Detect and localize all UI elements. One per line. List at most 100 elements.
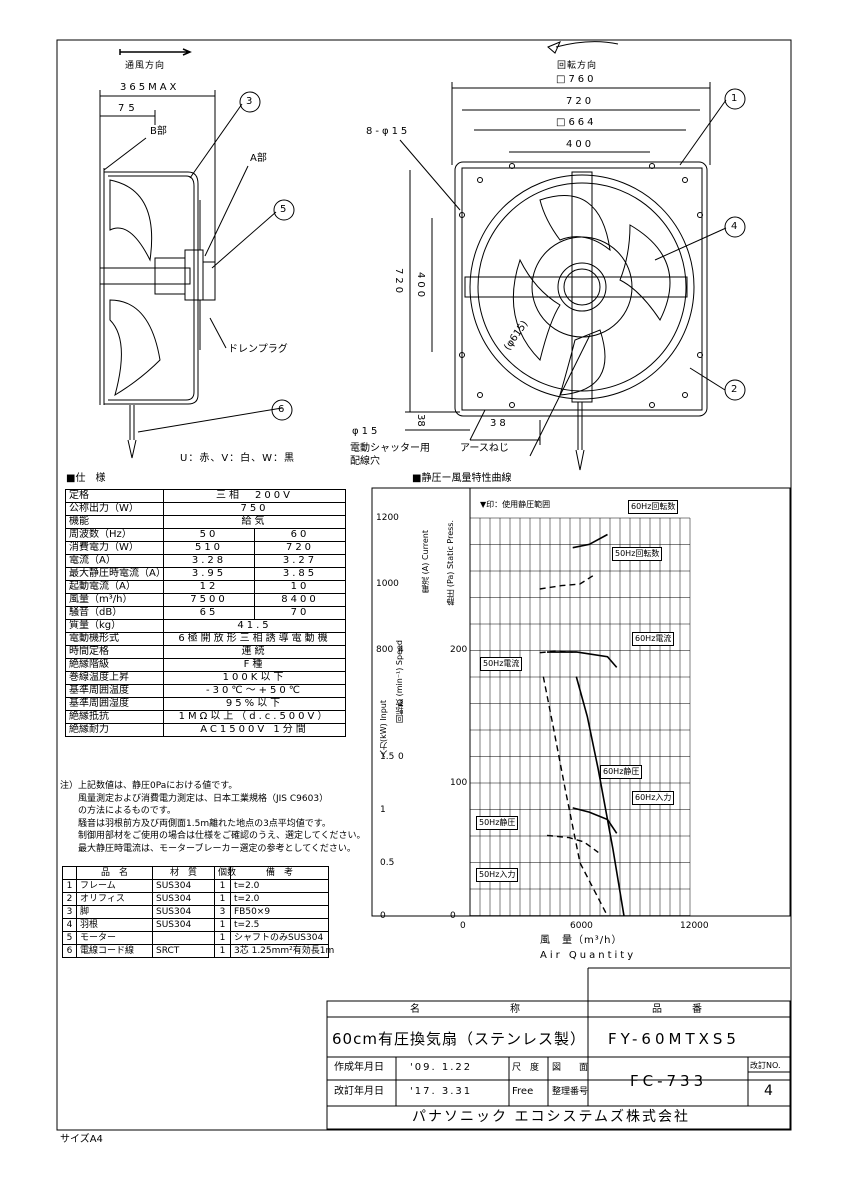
chart-y-input-tick: 1.5 [380,752,395,762]
chart-x-tick: 0 [460,921,466,931]
spec-value: 95%以下 [163,697,346,711]
dim-760: □760 [556,74,597,85]
side-view [99,48,283,459]
control-label: 整理番号 [552,1087,589,1097]
title-part-header: 品 番 [652,1004,702,1015]
chart-annotation: 60Hz電流 [632,632,675,646]
spec-value: -30℃～+50℃ [163,684,346,698]
product-number: FY-60MTXS5 [608,1030,740,1048]
spec-value: 65 [163,606,255,620]
dim-720-vertical: 720 [393,268,404,297]
dim-720: 720 [566,96,595,107]
note-line: 騒音は羽根前方及び両側面1.5m離れた地点の3点平均値です。 [78,818,331,829]
company-name: パナソニック エコシステムズ株式会社 [412,1109,691,1125]
balloon-6: 6 [278,404,285,415]
spec-value: 12 [163,580,255,594]
wire-colors: U：赤、V：白、W：黒 [180,453,296,464]
chart-series-line [546,834,599,853]
parts-cell-mat: SUS304 [152,879,215,893]
chart-grid [469,517,691,916]
parts-cell-no: 4 [62,918,77,932]
parts-cell-name: フレーム [76,879,153,893]
parts-header-note: 備 考 [230,866,329,880]
spec-label: 絶縁階級 [65,658,164,672]
note-line: 注）上記数値は、静圧0Paにおける値です。 [60,781,238,791]
dim-400: 400 [566,139,595,150]
spec-row: 時間定格連続 [65,645,346,659]
spec-row: 質量（kg）41.5 [65,619,346,633]
rev-label: 改訂NO. [750,1061,781,1070]
spec-value: 3.95 [163,567,255,581]
note-line: 最大静圧時電流は、モーターブレーカー選定の参考としてください。 [78,843,356,854]
spec-label: 起動電流（A） [65,580,164,594]
chart-y-speed-tick: 1000 [376,579,399,589]
spec-value: 連続 [163,645,346,659]
balloon-4: 4 [731,221,738,232]
chart-series-line [546,651,618,668]
spec-value: 50 [163,528,255,542]
parts-cell-mat: SUS304 [152,918,215,932]
note-line: 制御用部材をご使用の場合は仕様をご確認のうえ、選定してください。 [78,831,366,841]
chart-y-current-tick: 0 [398,752,404,762]
created-date: '09. 1.22 [410,1062,473,1073]
spec-value: F種 [163,658,346,672]
chart-series-line [572,533,608,549]
spec-label: 時間定格 [65,645,164,659]
chart-annotation: 50Hz電流 [480,657,523,671]
parts-cell-note: t=2.5 [230,918,329,932]
spec-label: 基準周囲温度 [65,684,164,698]
front-view [399,41,727,471]
parts-cell-mat: SUS304 [152,905,215,919]
spec-row: 基準周囲温度-30℃～+50℃ [65,684,346,698]
spec-label: 周波数（Hz） [65,528,164,542]
airflow-label: 通風方向 [125,61,166,71]
title-name-header: 名 称 [410,1004,520,1015]
chart-annotation: 60Hz静圧 [600,765,643,779]
chart-x-tick: 6000 [570,921,593,931]
spec-label: 絶縁抵抗 [65,710,164,724]
drain-plug-label: ドレンプラグ [228,344,288,355]
revised-date: '17. 3.31 [410,1086,473,1097]
parts-cell-no: 5 [62,931,77,945]
parts-cell-qty: 1 [214,892,231,906]
spec-value: 三相 200V [163,489,346,503]
parts-header-material: 材 質 [152,866,215,880]
dim-664: □664 [556,117,597,128]
spec-value: 7500 [163,593,255,607]
parts-cell-mat: SUS304 [152,892,215,906]
scale-label: 尺 度 [512,1063,540,1073]
chart-series-line [572,807,618,834]
parts-cell-note: シャフトのみSUS304 [230,931,329,945]
chart-series [539,533,625,917]
note-line: 風量測定および消費電力測定は、日本工業規格（JIS C9603） [78,793,329,804]
spec-value: 給気 [163,515,346,529]
balloon-2: 2 [731,384,738,395]
a-part-label: A部 [250,153,267,164]
spec-value: AC1500V 1分間 [163,723,346,737]
spec-value: 720 [254,541,346,555]
created-label: 作成年月日 [334,1062,384,1073]
chart-y-speed-label: 回転数 (min⁻¹) Speed [395,640,404,723]
chart-y-pressure-tick: 100 [450,778,468,788]
chart-frame [371,487,791,917]
spec-label: 絶縁耐力 [65,723,164,737]
scale-value: Free [512,1086,534,1097]
spec-label: 公称出力（W） [65,502,164,516]
rev-number: 4 [764,1083,773,1099]
chart-annotation: 60Hz回転数 [628,500,679,514]
spec-label: 質量（kg） [65,619,164,633]
spec-value: 3.28 [163,554,255,568]
